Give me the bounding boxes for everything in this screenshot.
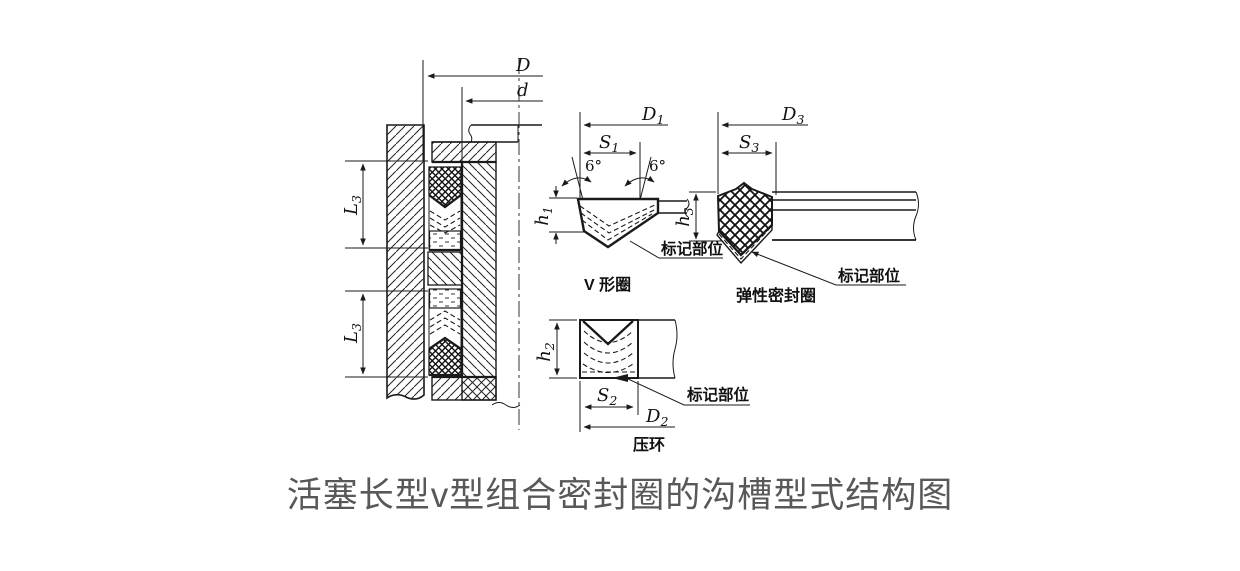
break-line xyxy=(684,198,690,218)
top-gland xyxy=(431,141,497,163)
dim-label-S1: S1 xyxy=(599,132,619,155)
ext-lines-h2 xyxy=(549,319,577,379)
caption-v-ring: V 形圈 xyxy=(584,275,631,294)
bottom-gland xyxy=(431,376,497,401)
angle-label-left: 6° xyxy=(585,157,602,175)
ext-lines-h3 xyxy=(689,191,722,242)
dim-label-D2: D2 xyxy=(645,406,668,429)
dim-label-S2: S2 xyxy=(597,385,617,408)
section-continuation xyxy=(772,191,916,211)
rod-top-break xyxy=(468,124,473,143)
elastic-ring-section xyxy=(428,337,462,376)
v-ring-stack-lines xyxy=(429,310,461,335)
dim-label-D3: D3 xyxy=(781,104,804,127)
piston-body xyxy=(461,161,497,401)
dim-label-h2: h2 xyxy=(534,342,557,362)
elastic-ring-lip xyxy=(428,336,462,350)
ext-lines-L3-lower xyxy=(345,290,428,378)
pressure-ring-profile xyxy=(579,319,639,379)
angle-label-right: 6° xyxy=(649,157,666,175)
mark-leader xyxy=(629,240,723,259)
cylinder-wall xyxy=(386,124,425,400)
elastic-ring-view: D3 S3 h3 标记部位 弹性密封圈 xyxy=(673,104,919,305)
elastic-ring-lip xyxy=(428,194,462,209)
mark-label-pressure-ring: 标记部位 xyxy=(686,385,750,404)
upper-seal-stack xyxy=(428,166,462,252)
v-ring-view: D1 S1 6° 6° h1 标记部位 V 形圈 xyxy=(532,104,724,294)
v-ring-inner-lines xyxy=(579,203,658,241)
stack-sides xyxy=(428,289,462,375)
support-ring-section xyxy=(428,230,462,251)
dim-label-h1: h1 xyxy=(532,206,555,226)
dim-label-L3-upper: L3 xyxy=(341,195,364,216)
rod-bottom-break xyxy=(491,402,521,408)
caption-pressure-ring: 压环 xyxy=(633,436,665,454)
stack-sides xyxy=(428,167,462,250)
mark-label-elastic-ring: 标记部位 xyxy=(837,266,901,285)
v-ring-profile xyxy=(576,197,660,249)
assembly-view: D d L3 L3 xyxy=(341,55,543,430)
pressure-ring-view: h2 S2 D2 标记部位 压环 xyxy=(534,319,750,454)
break-line xyxy=(913,191,919,241)
mark-leader-arrow xyxy=(612,374,628,382)
dim-label-S3: S3 xyxy=(739,132,759,155)
mark-label-v-ring: 标记部位 xyxy=(660,239,724,258)
angle-arc-right xyxy=(624,175,655,187)
mark-leader xyxy=(751,251,906,286)
ext-lines-L3-upper xyxy=(345,160,428,249)
support-ring-section xyxy=(428,288,462,309)
break-line xyxy=(672,319,678,379)
ext-lines-h1 xyxy=(549,197,585,233)
groove-separator xyxy=(427,251,463,286)
dim-label-h3: h3 xyxy=(673,207,696,227)
band-inner-edge xyxy=(718,224,773,257)
lower-seal-stack xyxy=(428,288,462,377)
band-dashed-line xyxy=(718,227,771,260)
dim-label-D: D xyxy=(515,55,531,76)
v-notch xyxy=(582,320,634,346)
angle-arc-left xyxy=(561,175,592,187)
pressure-ring-inner-lines xyxy=(582,330,635,374)
dim-label-d: d xyxy=(517,80,529,101)
ext-lines-S2-D2 xyxy=(579,381,639,432)
dim-label-L3-lower: L3 xyxy=(341,323,364,344)
elastic-ring-section xyxy=(428,166,462,208)
mark-leader xyxy=(625,377,750,406)
section-continuation xyxy=(658,200,687,214)
dim-label-D1: D1 xyxy=(641,104,664,127)
caption-elastic-ring: 弹性密封圈 xyxy=(736,286,816,305)
v-ring-stack-lines xyxy=(429,210,461,234)
main-caption: 活塞长型v型组合密封圈的沟槽型式结构图 xyxy=(287,476,954,515)
section-continuation xyxy=(638,319,675,379)
